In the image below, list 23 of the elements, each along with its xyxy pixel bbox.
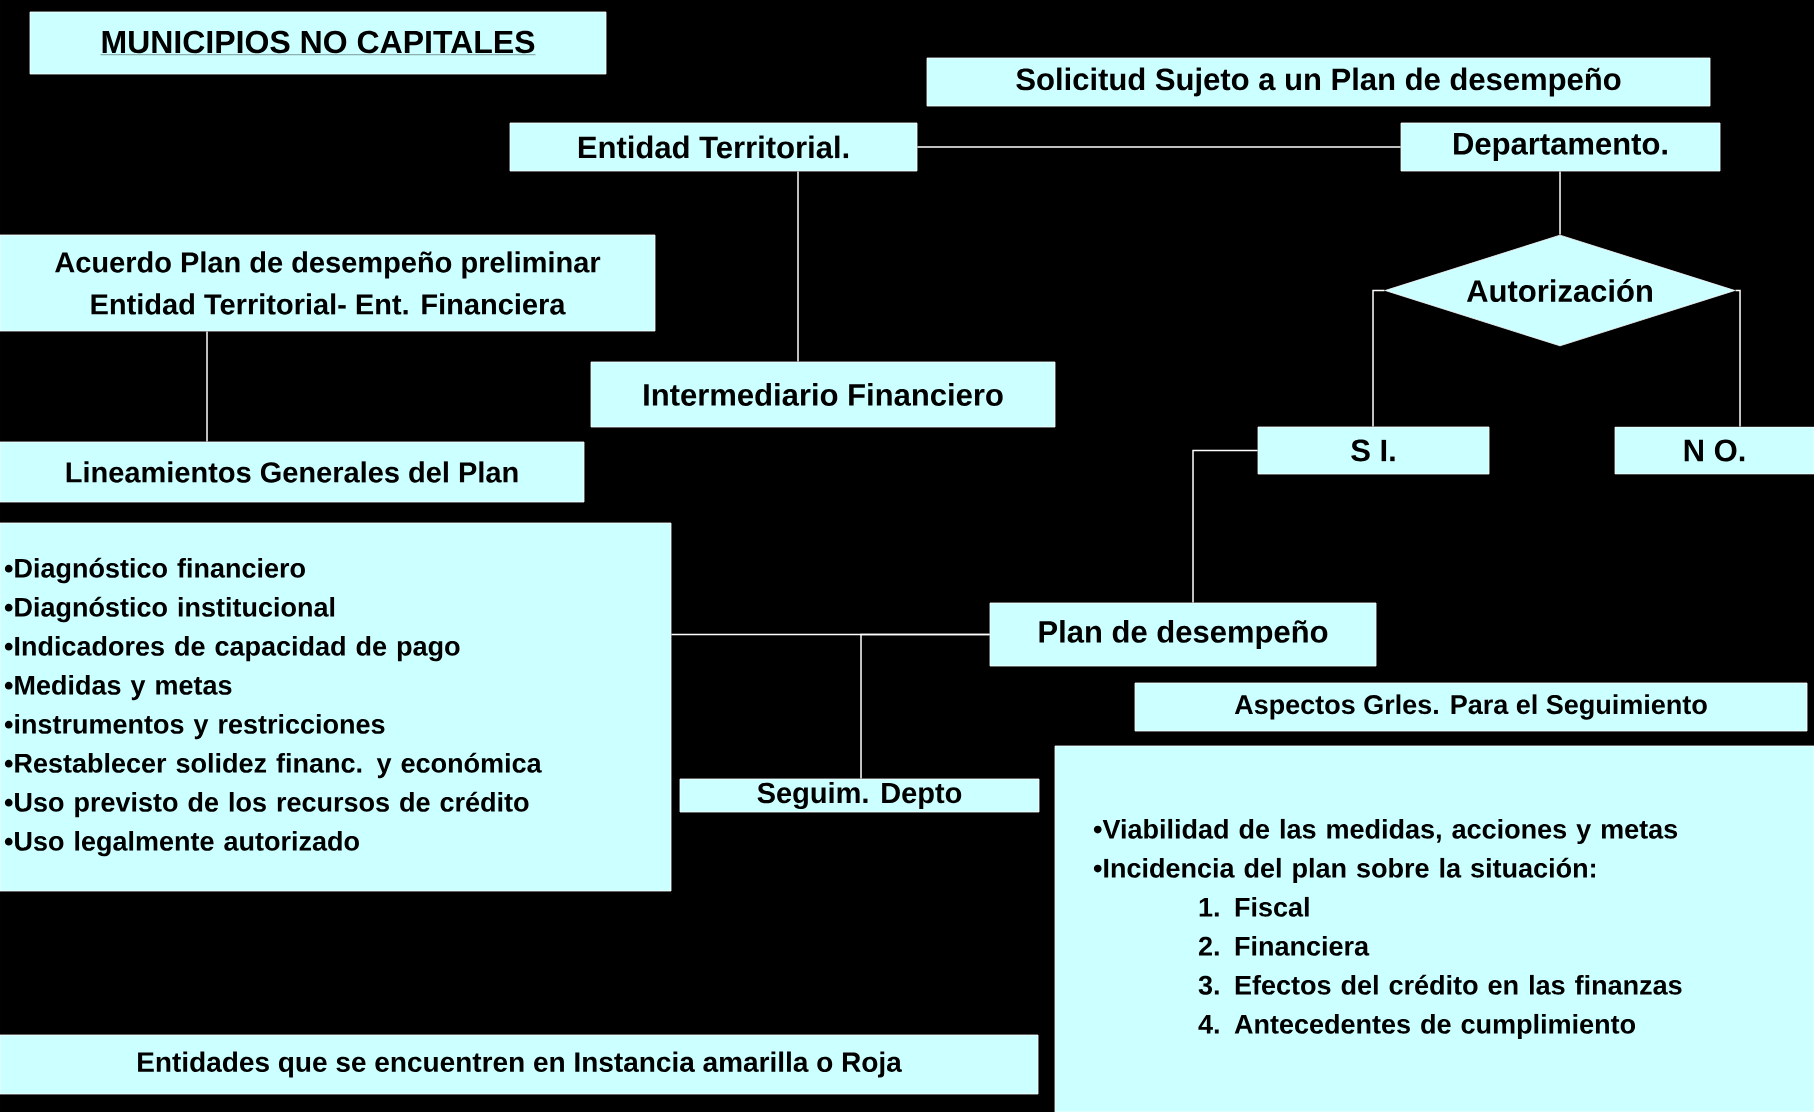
label-box: Acuerdo Plan de desempeño preliminar Entidad Territorial- Ent. Financiera [0,234,656,332]
connector-line [797,170,799,363]
connector-line [1372,289,1386,428]
list-box: •Diagnóstico financiero •Diagnóstico institucional •Indicadores de capacidad de pago •Medidas y metas •instrumentos y restricciones •Restablecer solidez financ. y económica •Uso previsto de los recursos de crédito •Uso legalmente autorizado [0,522,672,892]
connector-line [206,330,208,443]
connector-line [916,146,1402,148]
title-box: MUNICIPIOS NO CAPITALES [29,11,607,75]
connector-line [860,633,991,780]
label-box: Departamento. [1400,122,1721,172]
label-box: Entidades que se encuentren en Instancia amarilla o Roja [0,1034,1039,1095]
label-box: Entidad Territorial. [509,122,918,172]
list-box: •Viabilidad de las medidas, acciones y metas •Incidencia del plan sobre la situación: 1. Fiscal 2. Financiera 3. Efectos del crédito en las finanzas 4. Antecedentes de cumplimiento [1054,745,1814,1112]
label-box: N O. [1614,426,1814,475]
connector-line [1192,449,1259,604]
label-box: S I. [1257,426,1490,475]
label-box: Intermediario Financiero [590,361,1056,428]
label-box: Seguim. Depto [679,778,1040,813]
connector-line [1559,170,1561,236]
label-box: Plan de desempeño [989,602,1377,667]
connector-line [1734,289,1741,428]
label-box: Lineamientos Generales del Plan [0,441,585,503]
label-box: Aspectos Grles. Para el Seguimiento [1134,682,1808,732]
label-box: Solicitud Sujeto a un Plan de desempeño [926,57,1711,107]
